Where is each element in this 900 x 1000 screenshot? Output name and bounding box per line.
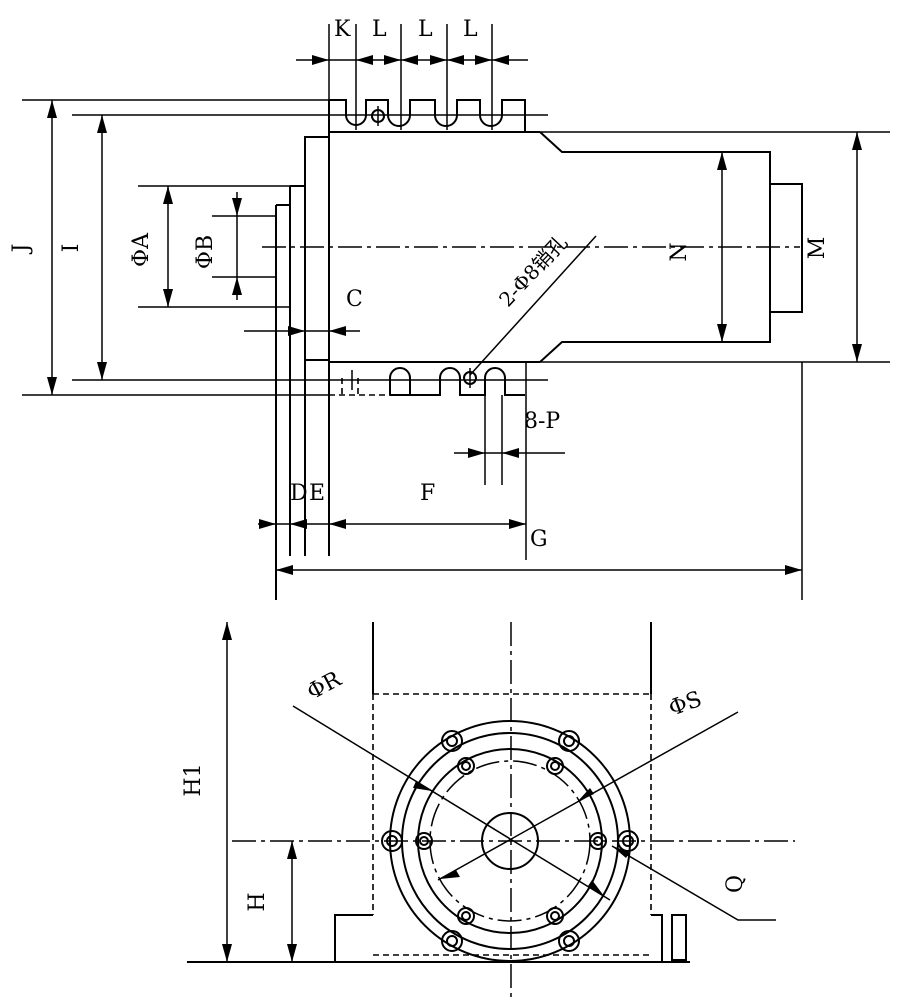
- label-phi-R: ΦR: [303, 666, 347, 705]
- label-H1: H1: [181, 763, 206, 796]
- left-dimensions: J I ΦA ΦB: [9, 99, 548, 396]
- label-C: C: [346, 287, 363, 312]
- dimension-P: 8-P: [454, 395, 565, 485]
- label-G: G: [530, 527, 548, 552]
- top-dimension-chain: K L L L: [296, 17, 528, 130]
- label-K: K: [334, 17, 351, 42]
- label-F: F: [420, 481, 435, 506]
- label-N: N: [667, 242, 692, 261]
- label-L-1: L: [372, 17, 387, 42]
- label-L-2: L: [418, 17, 433, 42]
- dimension-phi-R: ΦR: [292, 666, 611, 901]
- dimension-Q: Q: [611, 845, 776, 921]
- dimension-overall: [276, 565, 802, 575]
- dimensions-H: H1 H: [181, 622, 297, 962]
- label-D: D: [290, 481, 308, 506]
- dimensions-D-E-F: D E F G: [258, 481, 548, 552]
- dimensions-N-M: N M: [667, 132, 862, 362]
- label-L-3: L: [463, 17, 478, 42]
- label-phi-A: ΦA: [129, 232, 154, 267]
- label-J: J: [9, 244, 34, 255]
- dimension-C: C: [244, 287, 363, 336]
- top-key-profile: [329, 99, 526, 132]
- label-I: I: [59, 244, 84, 253]
- label-Q: Q: [723, 875, 748, 893]
- front-view: ΦR ΦS Q H1 H: [181, 622, 795, 1000]
- label-M: M: [805, 237, 830, 260]
- label-E: E: [309, 481, 325, 506]
- pin-hole-leader: [469, 235, 597, 376]
- bottom-key-hidden: [329, 378, 390, 396]
- label-H: H: [245, 892, 270, 911]
- label-8-P: 8-P: [524, 409, 560, 434]
- label-phi-B: ΦB: [193, 235, 218, 269]
- label-pin-hole: 2-Φ8销孔: [494, 230, 572, 311]
- label-phi-S: ΦS: [666, 687, 706, 722]
- bottom-key-profile: [389, 367, 525, 396]
- side-view: K L L L: [9, 17, 890, 600]
- bolt-holes: [381, 730, 639, 952]
- front-base: [187, 914, 690, 963]
